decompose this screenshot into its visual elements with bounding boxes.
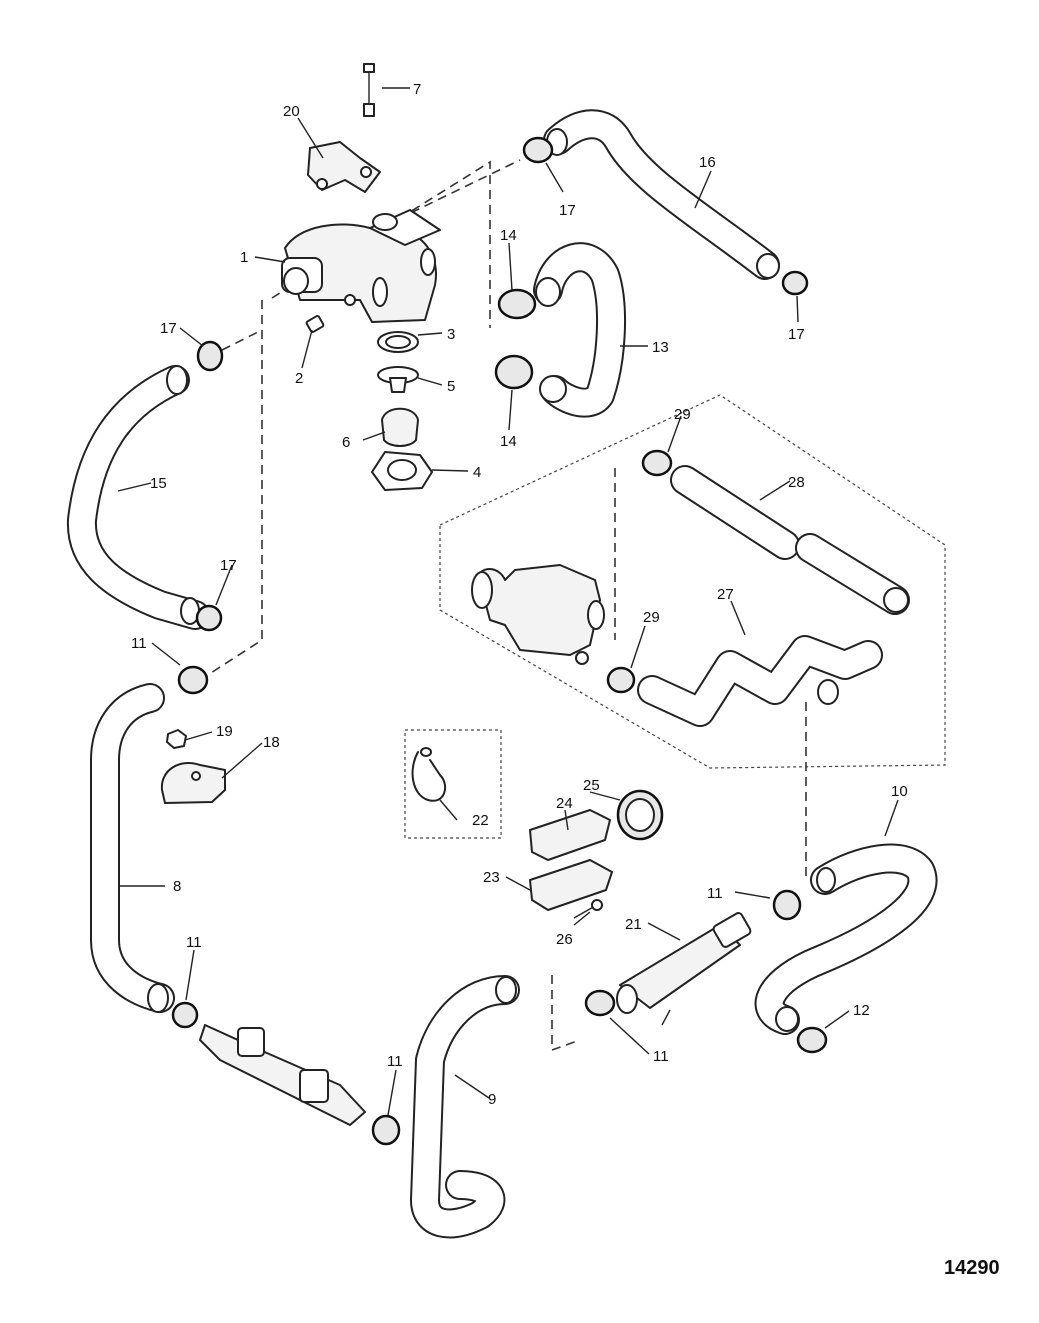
callout-labels: 7 20 1 2 3 5 6 4 17 15 17 11 17 16 17 14… <box>131 81 908 1108</box>
callout-23: 23 <box>483 869 500 886</box>
clamp-14-top <box>497 288 537 320</box>
callout-27: 27 <box>717 586 734 603</box>
hose-16 <box>543 109 780 280</box>
callout-11-c: 11 <box>387 1053 403 1070</box>
callout-29-bottom: 29 <box>643 609 660 626</box>
bracket-18 <box>160 762 226 804</box>
clamp-14-bottom <box>494 354 534 390</box>
callout-14-bottom: 14 <box>500 433 517 450</box>
callout-10: 10 <box>891 783 908 800</box>
hose-28 <box>670 465 910 615</box>
clamp-11-a <box>177 665 209 695</box>
callout-19: 19 <box>216 723 233 740</box>
callout-11-a: 11 <box>131 635 147 652</box>
nut-19 <box>166 729 187 749</box>
hose-10 <box>754 843 938 1035</box>
gasket-4 <box>371 451 433 491</box>
callout-13: 13 <box>652 339 669 356</box>
callout-22: 22 <box>472 812 489 829</box>
water-pump-assembly <box>471 564 605 665</box>
callout-20: 20 <box>283 103 300 120</box>
clamp-17-right <box>781 270 809 296</box>
fitting-2 <box>305 315 325 333</box>
shield-24 <box>529 809 611 861</box>
clamp-11-c <box>371 1114 401 1146</box>
callout-12: 12 <box>853 1002 870 1019</box>
clamp-12 <box>796 1026 828 1054</box>
hose-15 <box>66 365 210 630</box>
figure-reference-number: 14290 <box>944 1257 1000 1279</box>
callout-11-e: 11 <box>707 885 723 902</box>
screw-26 <box>573 899 603 919</box>
callout-29-top: 29 <box>674 406 691 423</box>
callout-18: 18 <box>263 734 280 751</box>
callout-17-top: 17 <box>559 202 576 219</box>
hose-27 <box>637 635 883 727</box>
hose-13 <box>533 242 627 418</box>
housing-cover-20 <box>307 141 381 193</box>
callout-26: 26 <box>556 931 573 948</box>
bolt-7 <box>363 63 375 117</box>
shield-23 <box>529 859 613 911</box>
water-pump-group-outline <box>439 394 946 769</box>
callout-3: 3 <box>447 326 455 343</box>
clamp-11-d <box>584 989 616 1017</box>
callout-6: 6 <box>342 434 350 451</box>
clamp-11-e <box>772 889 802 921</box>
callout-25: 25 <box>583 777 600 794</box>
clip-22 <box>411 747 447 802</box>
clamp-25 <box>616 789 664 841</box>
callout-14-top: 14 <box>500 227 517 244</box>
thermostat-housing <box>281 209 441 323</box>
callout-17-right: 17 <box>788 326 805 343</box>
fitting-21 <box>616 912 752 1026</box>
clamp-17-bottom <box>195 604 223 632</box>
clamp-17-left <box>196 340 224 372</box>
seal-6 <box>381 407 419 447</box>
callout-24: 24 <box>556 795 573 812</box>
callout-15: 15 <box>150 475 167 492</box>
clip-group-outline <box>404 729 502 839</box>
tee-fitting-assembly <box>199 1024 366 1126</box>
callout-16: 16 <box>699 154 716 171</box>
callout-17-bottom: 17 <box>220 557 237 574</box>
clamp-11-b <box>171 1001 199 1029</box>
callout-7: 7 <box>413 81 421 98</box>
clamps <box>171 136 828 1146</box>
hose-8 <box>90 683 175 1013</box>
gasket-3 <box>377 331 419 353</box>
callout-17-left: 17 <box>160 320 177 337</box>
thermostat-5 <box>377 366 419 393</box>
clamp-29-bottom <box>606 666 636 694</box>
callout-11-d: 11 <box>653 1048 669 1065</box>
leader-lines <box>117 87 899 1116</box>
callout-28: 28 <box>788 474 805 491</box>
callout-5: 5 <box>447 378 455 395</box>
clamp-29-top <box>641 449 673 477</box>
callout-2: 2 <box>295 370 303 387</box>
callout-11-b: 11 <box>186 934 202 951</box>
callout-21: 21 <box>625 916 642 933</box>
callout-4: 4 <box>473 464 481 481</box>
callout-1: 1 <box>240 249 248 266</box>
callout-8: 8 <box>173 878 181 895</box>
callout-9: 9 <box>488 1091 496 1108</box>
clamp-17-top <box>522 136 554 164</box>
hose-9 <box>410 975 520 1239</box>
